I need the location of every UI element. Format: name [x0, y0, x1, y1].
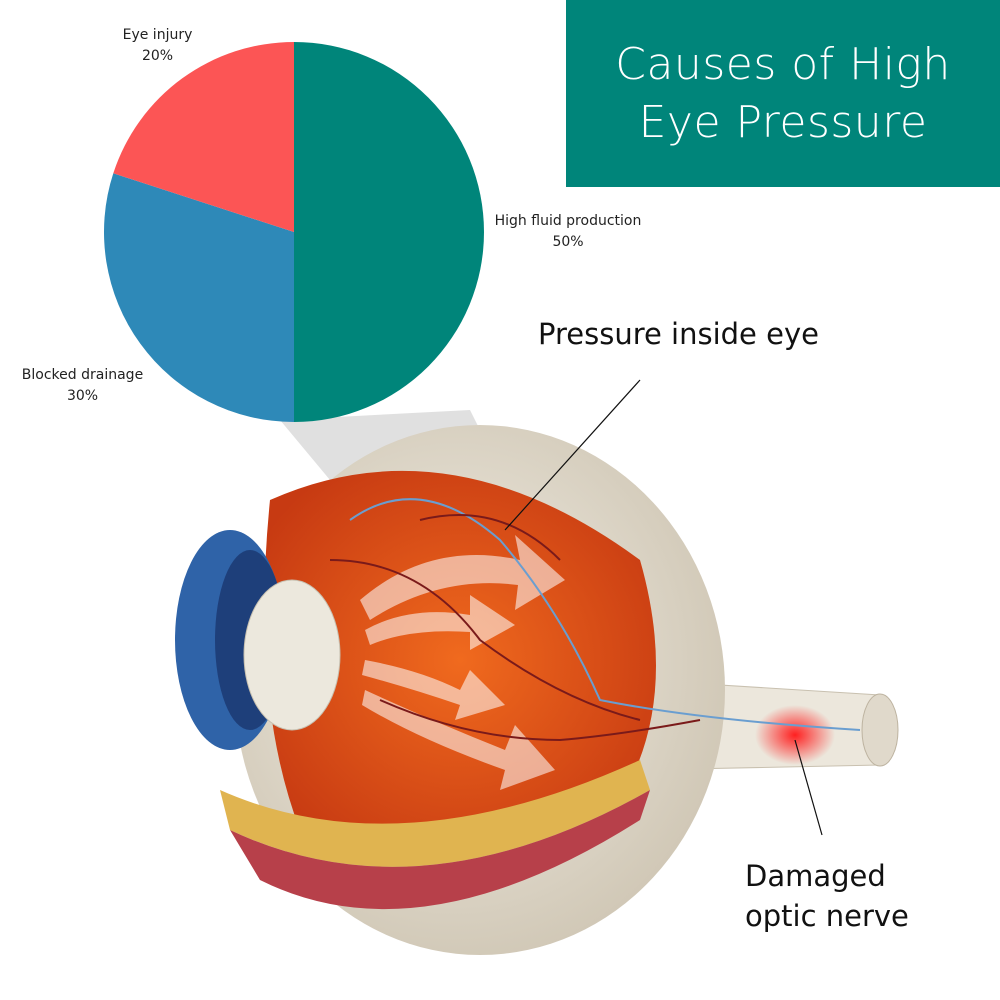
- callout-nerve: Damaged optic nerve: [745, 856, 909, 936]
- label-high-fluid-name: High fluid production: [494, 213, 642, 229]
- title-line-1: Causes of High: [615, 38, 951, 90]
- label-blocked-drainage-value: 30%: [66, 388, 99, 404]
- label-eye-injury: Eye injury 20%: [95, 25, 220, 67]
- label-blocked-drainage: Blocked drainage 30%: [10, 365, 155, 407]
- label-eye-injury-name: Eye injury: [122, 27, 193, 43]
- pie-slice-high-fluid-production: [294, 42, 484, 422]
- label-blocked-drainage-name: Blocked drainage: [21, 367, 144, 383]
- title-line-2: Eye Pressure: [638, 96, 928, 148]
- pressure-leader-line: [504, 379, 641, 531]
- callout-nerve-line-2: optic nerve: [745, 899, 909, 933]
- nerve-leader-line: [794, 739, 823, 836]
- label-eye-injury-value: 20%: [141, 48, 174, 64]
- blood-vessels: [329, 498, 861, 742]
- eyeball: [175, 425, 861, 955]
- callout-pressure: Pressure inside eye: [538, 317, 819, 351]
- label-high-fluid: High fluid production 50%: [483, 211, 653, 253]
- pie-slice-eye-injury: [113, 42, 295, 232]
- title-box: Causes of High Eye Pressure: [566, 0, 1000, 187]
- pie-chart: [104, 42, 484, 422]
- label-high-fluid-value: 50%: [552, 234, 584, 250]
- callout-nerve-line-1: Damaged: [745, 859, 886, 893]
- pie-slice-blocked-drainage: [104, 173, 294, 422]
